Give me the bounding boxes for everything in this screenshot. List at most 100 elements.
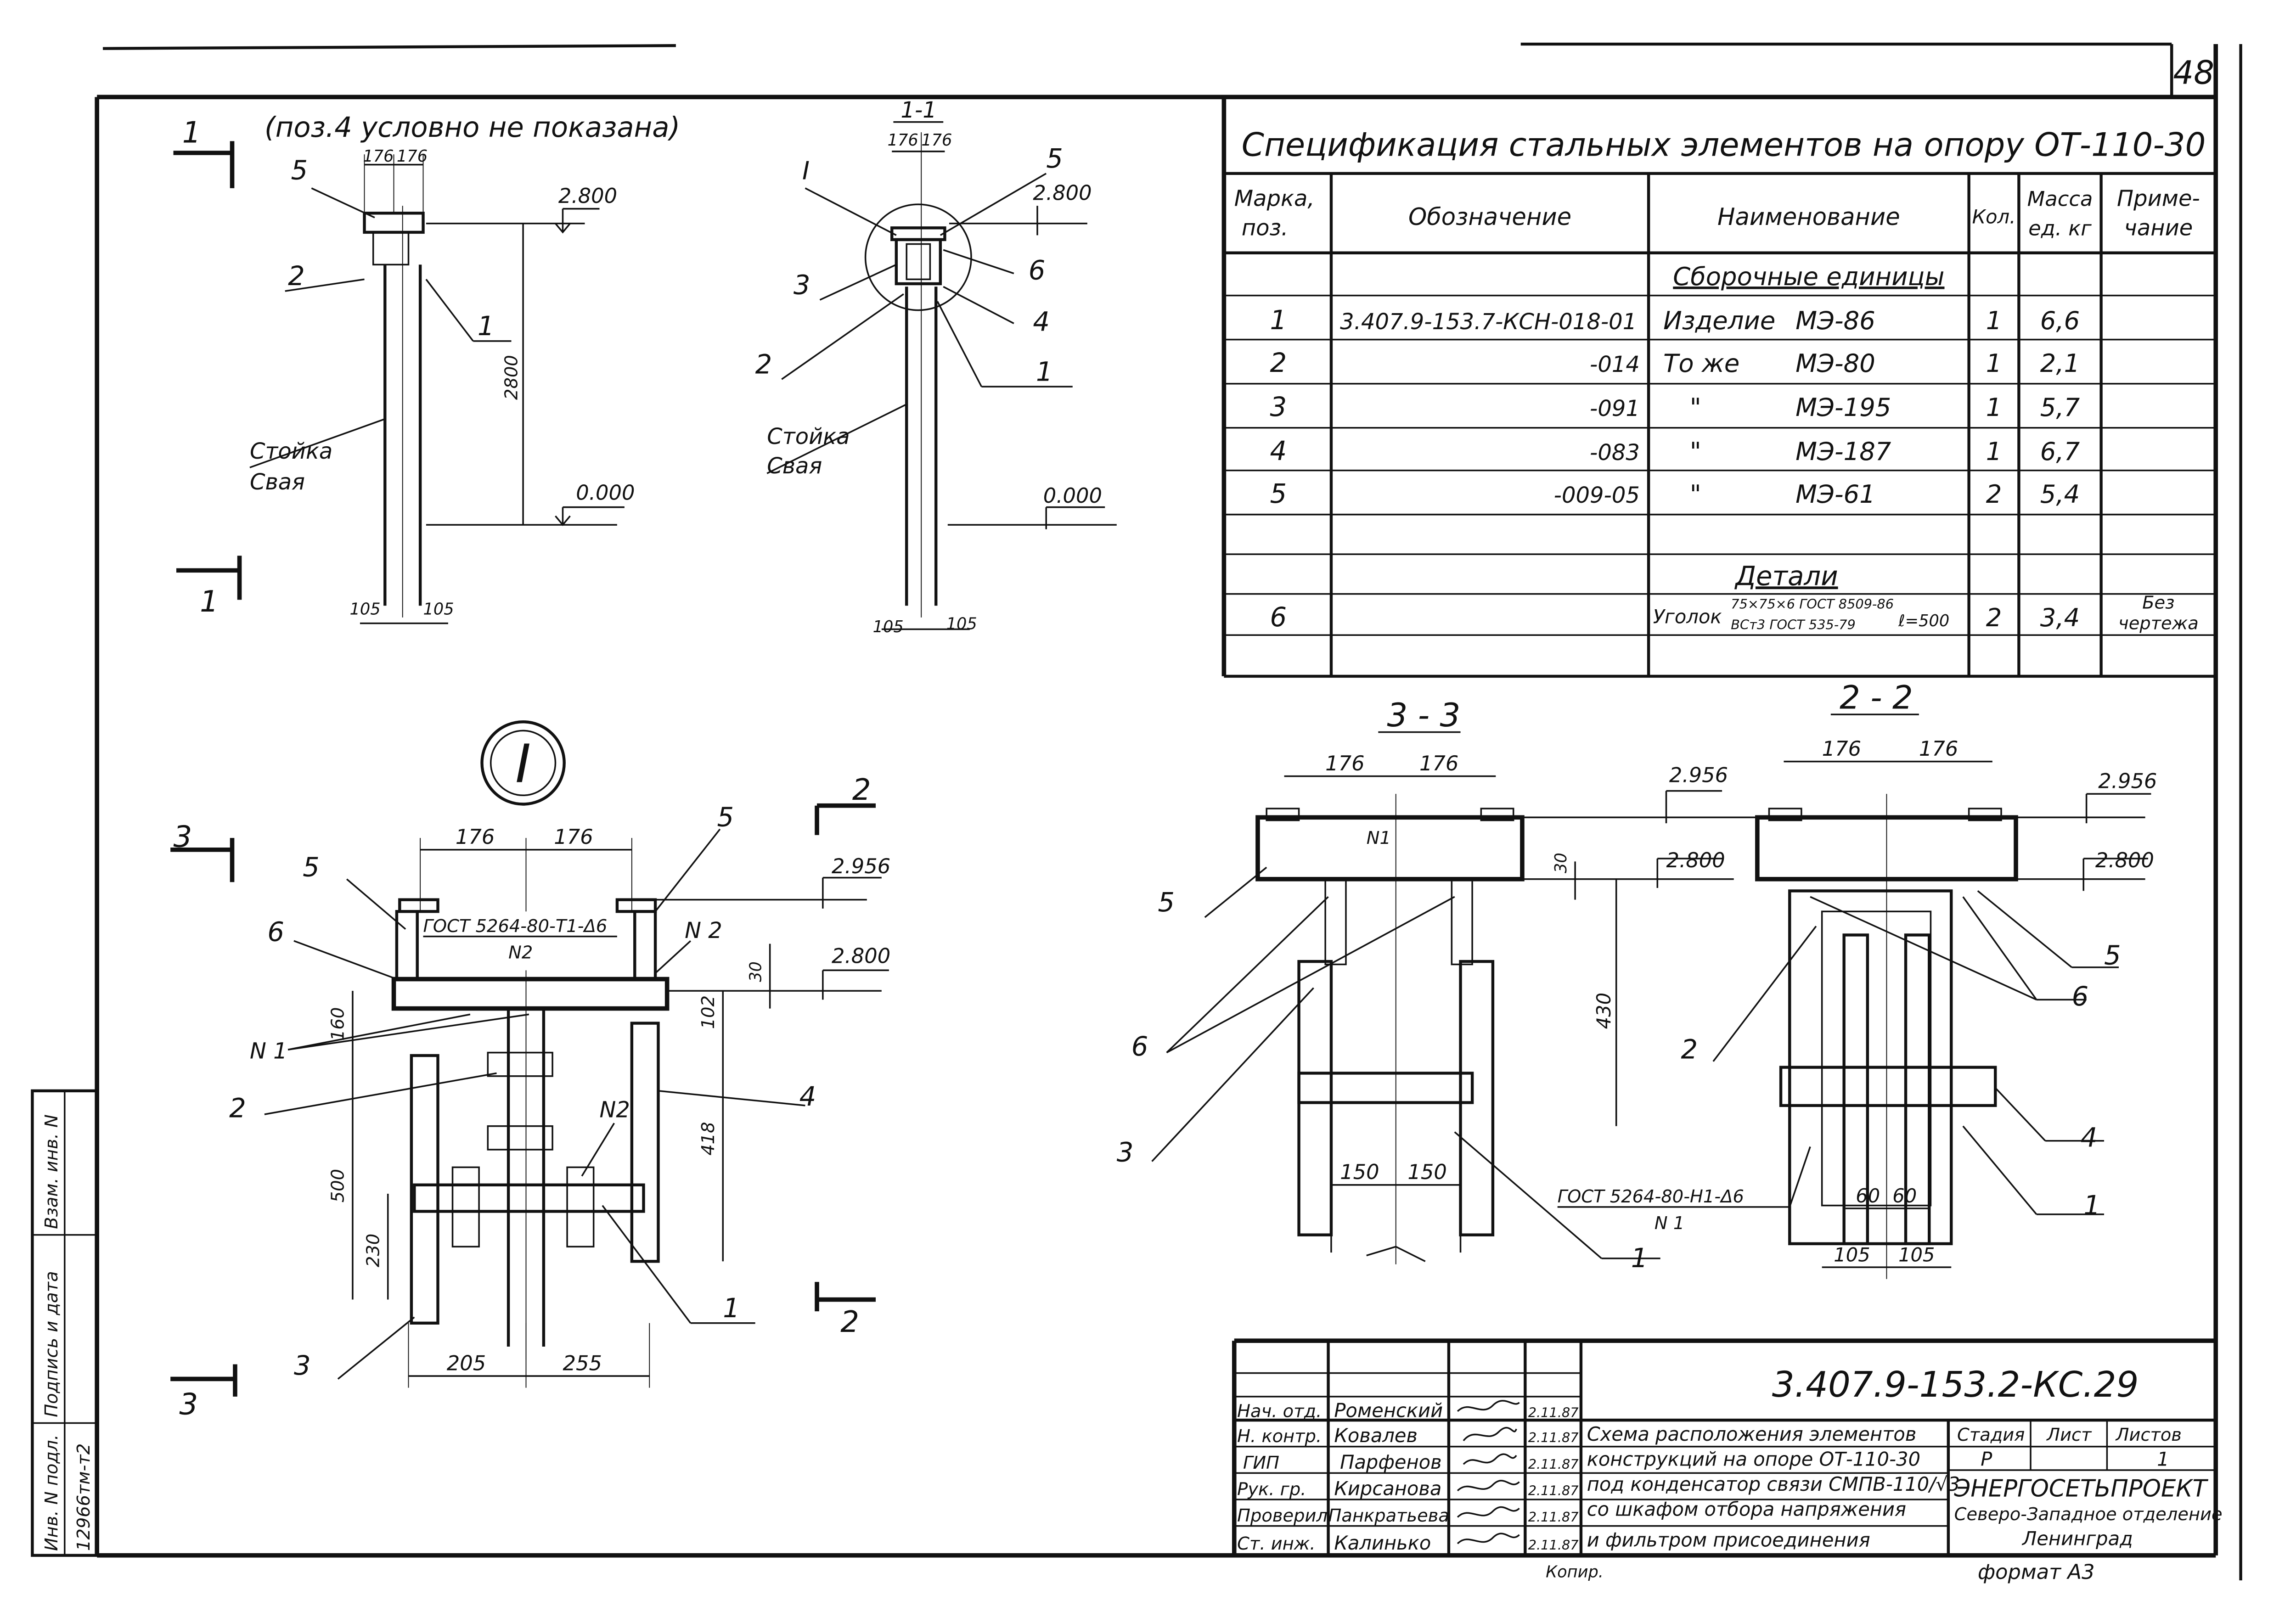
title-sheets-label: Листов bbox=[2115, 1425, 2182, 1445]
spec-header-mass-2: ед. кг bbox=[2028, 216, 2092, 240]
section-3-3-dim-150a: 150 bbox=[1340, 1160, 1379, 1184]
elevation-cut-mark-bottom: 1 bbox=[200, 585, 219, 619]
spec-group-parts: Детали bbox=[1734, 561, 1838, 591]
spec-row-qty: 2 bbox=[1986, 479, 2002, 509]
elevation-note: (поз.4 условно не показана) bbox=[264, 112, 680, 144]
side-stamp-signature: Подпись и дата bbox=[41, 1271, 62, 1417]
signer-row: Ст. инж. Калинько 2.11.87 bbox=[1237, 1532, 1579, 1554]
node-I-dim-418: 418 bbox=[698, 1122, 719, 1155]
signer-signature bbox=[1457, 1506, 1520, 1518]
signer-role: Проверил bbox=[1237, 1505, 1328, 1526]
elevation-dim-176b: 176 bbox=[397, 147, 428, 166]
section-1-1-pos-6: 6 bbox=[1029, 255, 1046, 286]
spec-part-qty: 2 bbox=[1986, 603, 2002, 632]
signer-role: Н. контр. bbox=[1237, 1426, 1322, 1447]
spec-row-qty: 1 bbox=[1986, 393, 2002, 422]
elevation-dim-176a: 176 bbox=[363, 147, 394, 166]
title-stage-label: Стадия bbox=[1957, 1425, 2025, 1445]
side-stamp: Взам. инв. N Подпись и дата Инв. N подл.… bbox=[31, 1089, 99, 1557]
spec-row: 5 -009-05 " МЭ-61 2 5,4 bbox=[1270, 478, 2080, 509]
elevation-pos-5: 5 bbox=[291, 155, 308, 186]
title-org-1: ЭНЕРГОСЕТЬПРОЕКТ bbox=[1954, 1475, 2209, 1503]
section-3-3-pos-5: 5 bbox=[1158, 887, 1175, 918]
section-1-1-dim-176b: 176 bbox=[921, 131, 952, 150]
spec-row-pos: 2 bbox=[1270, 348, 1287, 378]
node-I-level-2800: 2.800 bbox=[832, 943, 890, 968]
signer-name: Кирсанова bbox=[1334, 1477, 1441, 1499]
node-I-n2b: N2 bbox=[599, 1097, 630, 1123]
title-stage: Р bbox=[1981, 1448, 1992, 1470]
elevation-cut-mark-top: 1 bbox=[182, 116, 201, 150]
spec-row-designation: -091 bbox=[1590, 396, 1640, 421]
spec-part-note-2: чертежа bbox=[2118, 613, 2199, 634]
section-3-3-pos-3: 3 bbox=[1117, 1137, 1134, 1168]
node-I-dim-205: 205 bbox=[447, 1351, 486, 1375]
section-2-2-pos-4: 4 bbox=[2081, 1123, 2098, 1153]
signer-date: 2.11.87 bbox=[1528, 1483, 1579, 1498]
section-3-3-weld-note-2: N 1 bbox=[1654, 1213, 1684, 1234]
node-I-dim-160: 160 bbox=[328, 1007, 349, 1041]
spec-row-name: МЭ-61 bbox=[1795, 479, 1875, 509]
section-2-2-dim-60b: 60 bbox=[1892, 1185, 1917, 1207]
spec-header-note-2: чание bbox=[2124, 215, 2193, 241]
node-I-cut-3-bottom: 3 bbox=[179, 1387, 198, 1421]
section-1-1-pos-5: 5 bbox=[1046, 143, 1063, 174]
elevation-pos-1: 1 bbox=[478, 311, 495, 342]
title-org-3: Ленинград bbox=[2021, 1527, 2133, 1550]
signer-signature bbox=[1457, 1533, 1520, 1544]
section-1-1-level-top: 2.800 bbox=[1033, 180, 1092, 205]
spec-row-pos: 3 bbox=[1270, 392, 1287, 422]
section-3-3-pos-1: 1 bbox=[1631, 1243, 1648, 1274]
spec-part-length: ℓ=500 bbox=[1898, 612, 1949, 630]
section-1-1-dim-176a: 176 bbox=[888, 131, 918, 150]
section-1-1-pile-label-1: Стойка bbox=[767, 424, 850, 449]
title-description-line: со шкафом отбора напряжения bbox=[1587, 1498, 1906, 1520]
node-I-dim-176b: 176 bbox=[554, 825, 593, 849]
spec-row-pos: 5 bbox=[1270, 478, 1287, 509]
spec-row-name: МЭ-86 bbox=[1795, 306, 1875, 335]
section-1-1-dim-105b: 105 bbox=[946, 614, 977, 633]
spec-row-name-prefix: Изделие bbox=[1663, 306, 1775, 335]
node-I-dim-500: 500 bbox=[328, 1169, 349, 1202]
spec-header-note-1: Приме- bbox=[2117, 185, 2200, 211]
node-I-pos-5a: 5 bbox=[303, 852, 320, 882]
spec-part-pos: 6 bbox=[1270, 602, 1287, 633]
spec-part-mass: 3,4 bbox=[2040, 603, 2080, 632]
node-I-n2a: N 2 bbox=[685, 918, 722, 943]
section-3-3-weld-note-1: ГОСТ 5264-80-Н1-Δ6 bbox=[1558, 1186, 1744, 1207]
title-block: 3.407.9-153.2-КС.29 Нач. отд. Роменский … bbox=[1232, 1338, 2223, 1584]
node-I-pos-1: 1 bbox=[723, 1293, 740, 1324]
spec-row-pos: 4 bbox=[1270, 436, 1287, 466]
spec-header-designation: Обозначение bbox=[1408, 203, 1571, 231]
section-1-1-view: 1-1 176 176 2.800 0.000 105 105 I 5 3 6 … bbox=[755, 97, 1117, 636]
spec-row-name-prefix: " bbox=[1690, 393, 1701, 422]
node-I-n1: N 1 bbox=[250, 1038, 287, 1064]
elevation-height: 2800 bbox=[501, 355, 522, 400]
node-I-weld-note-2: N2 bbox=[508, 943, 533, 963]
spec-row-name-prefix: То же bbox=[1663, 348, 1739, 378]
section-3-3-dim-30: 30 bbox=[1552, 853, 1570, 873]
section-2-2-dim-176a: 176 bbox=[1822, 736, 1861, 761]
section-3-3-dim-176b: 176 bbox=[1419, 751, 1458, 775]
spec-header-mass-1: Масса bbox=[2027, 186, 2093, 211]
section-1-1-node-mark: I bbox=[802, 156, 810, 185]
section-1-1-pos-1: 1 bbox=[1036, 356, 1053, 387]
section-1-1-pos-4: 4 bbox=[1033, 306, 1050, 337]
title-format: формат А3 bbox=[1978, 1560, 2095, 1584]
signer-row: Н. контр. Ковалев 2.11.87 bbox=[1237, 1424, 1579, 1447]
signer-name: Ковалев bbox=[1334, 1424, 1418, 1447]
node-I-badge: I bbox=[515, 733, 531, 795]
signer-name: Панкратьева bbox=[1328, 1505, 1449, 1526]
spec-row-name: МЭ-187 bbox=[1795, 437, 1891, 466]
signer-signature bbox=[1457, 1480, 1520, 1492]
elevation-pos-2: 2 bbox=[288, 261, 305, 292]
section-3-3-level-2956: 2.956 bbox=[1669, 763, 1728, 787]
side-stamp-inv: Инв. N подл. bbox=[41, 1434, 62, 1551]
spec-header-mark-1: Марка, bbox=[1234, 185, 1315, 211]
node-I-view: I 3 3 2 2 176 176 bbox=[170, 720, 890, 1421]
spec-row-mass: 2,1 bbox=[2040, 348, 2080, 378]
section-1-1-level-zero: 0.000 bbox=[1043, 483, 1102, 508]
title-sheet-code: 3.407.9-153.2-КС.29 bbox=[1772, 1365, 2139, 1405]
spec-row-qty: 1 bbox=[1986, 348, 2002, 378]
